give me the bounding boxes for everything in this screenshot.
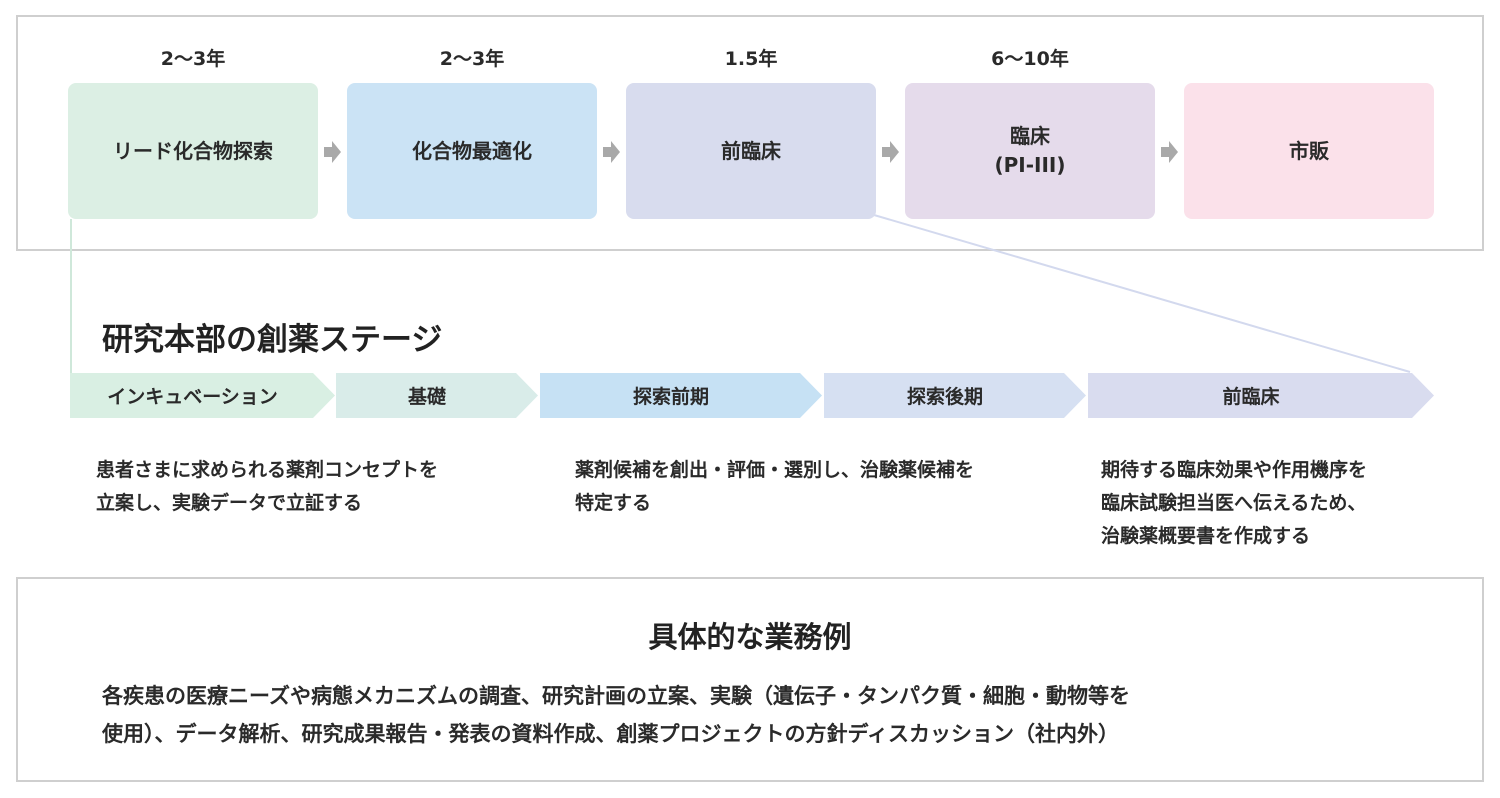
stage-label: 探索後期	[906, 386, 983, 408]
examples-title: 具体的な業務例	[648, 620, 852, 654]
phase-label: リード化合物探索	[113, 138, 273, 163]
description-line: 薬剤候補を創出・評価・選別し、治験薬候補を	[575, 459, 975, 481]
stage-title: 研究本部の創薬ステージ	[102, 322, 443, 358]
examples-line: 使用）、データ解析、研究成果報告・発表の資料作成、創薬プロジェクトの方針ディスカ…	[102, 722, 1120, 746]
description-line: 臨床試験担当医へ伝えるため、	[1101, 492, 1367, 514]
phase-label: 化合物最適化	[412, 138, 532, 163]
description-line: 患者さまに求められる薬剤コンセプトを	[96, 459, 439, 481]
phase-box-lead-discovery: リード化合物探索	[68, 83, 318, 219]
stage-preclinical: 前臨床	[1088, 373, 1434, 418]
description-line: 立案し、実験データで立証する	[96, 492, 363, 514]
stage-label: 基礎	[407, 386, 446, 408]
arrow-right-icon	[603, 141, 620, 163]
arrow-right-icon	[882, 141, 899, 163]
stage-incubation: インキュベーション	[70, 373, 335, 418]
duration-lead: 2〜3年	[160, 48, 226, 70]
description-line: 期待する臨床効果や作用機序を	[1101, 459, 1368, 481]
stage-explore-late: 探索後期	[824, 373, 1086, 418]
arrow-right-icon	[324, 141, 341, 163]
phase-box-clinical: 臨床 (PI-III)	[905, 83, 1155, 219]
duration-preclinical: 1.5年	[724, 48, 778, 70]
phase-label: 前臨床	[721, 138, 781, 163]
arrow-right-icon	[1161, 141, 1178, 163]
examples-line: 各疾患の医療ニーズや病態メカニズムの調査、研究計画の立案、実験（遺伝子・タンパク…	[102, 684, 1130, 708]
phase-label: 臨床	[1010, 124, 1050, 148]
stage-label: インキュベーション	[107, 386, 278, 408]
stage-label: 探索前期	[632, 386, 709, 408]
duration-optimize: 2〜3年	[439, 48, 505, 70]
description-line: 特定する	[575, 492, 652, 514]
duration-clinical: 6〜10年	[991, 48, 1069, 70]
phase-sublabel: (PI-III)	[994, 153, 1066, 177]
phase-box-preclinical: 前臨床	[626, 83, 876, 219]
description-incubation: 患者さまに求められる薬剤コンセプトを 立案し、実験データで立証する	[96, 454, 438, 520]
stage-label: 前臨床	[1222, 386, 1280, 408]
stage-basic: 基礎	[336, 373, 538, 418]
description-preclinical: 期待する臨床効果や作用機序を 臨床試験担当医へ伝えるため、 治験薬概要書を作成す…	[1101, 454, 1367, 553]
phase-label: 市販	[1289, 138, 1329, 163]
phase-box-market: 市販	[1184, 83, 1434, 219]
examples-panel	[16, 577, 1484, 782]
phase-box-optimization: 化合物最適化	[347, 83, 597, 219]
description-line: 治験薬概要書を作成する	[1101, 525, 1311, 547]
description-explore: 薬剤候補を創出・評価・選別し、治験薬候補を 特定する	[575, 454, 974, 520]
preclinical-connector-line	[873, 214, 1411, 373]
stage-explore-early: 探索前期	[540, 373, 822, 418]
